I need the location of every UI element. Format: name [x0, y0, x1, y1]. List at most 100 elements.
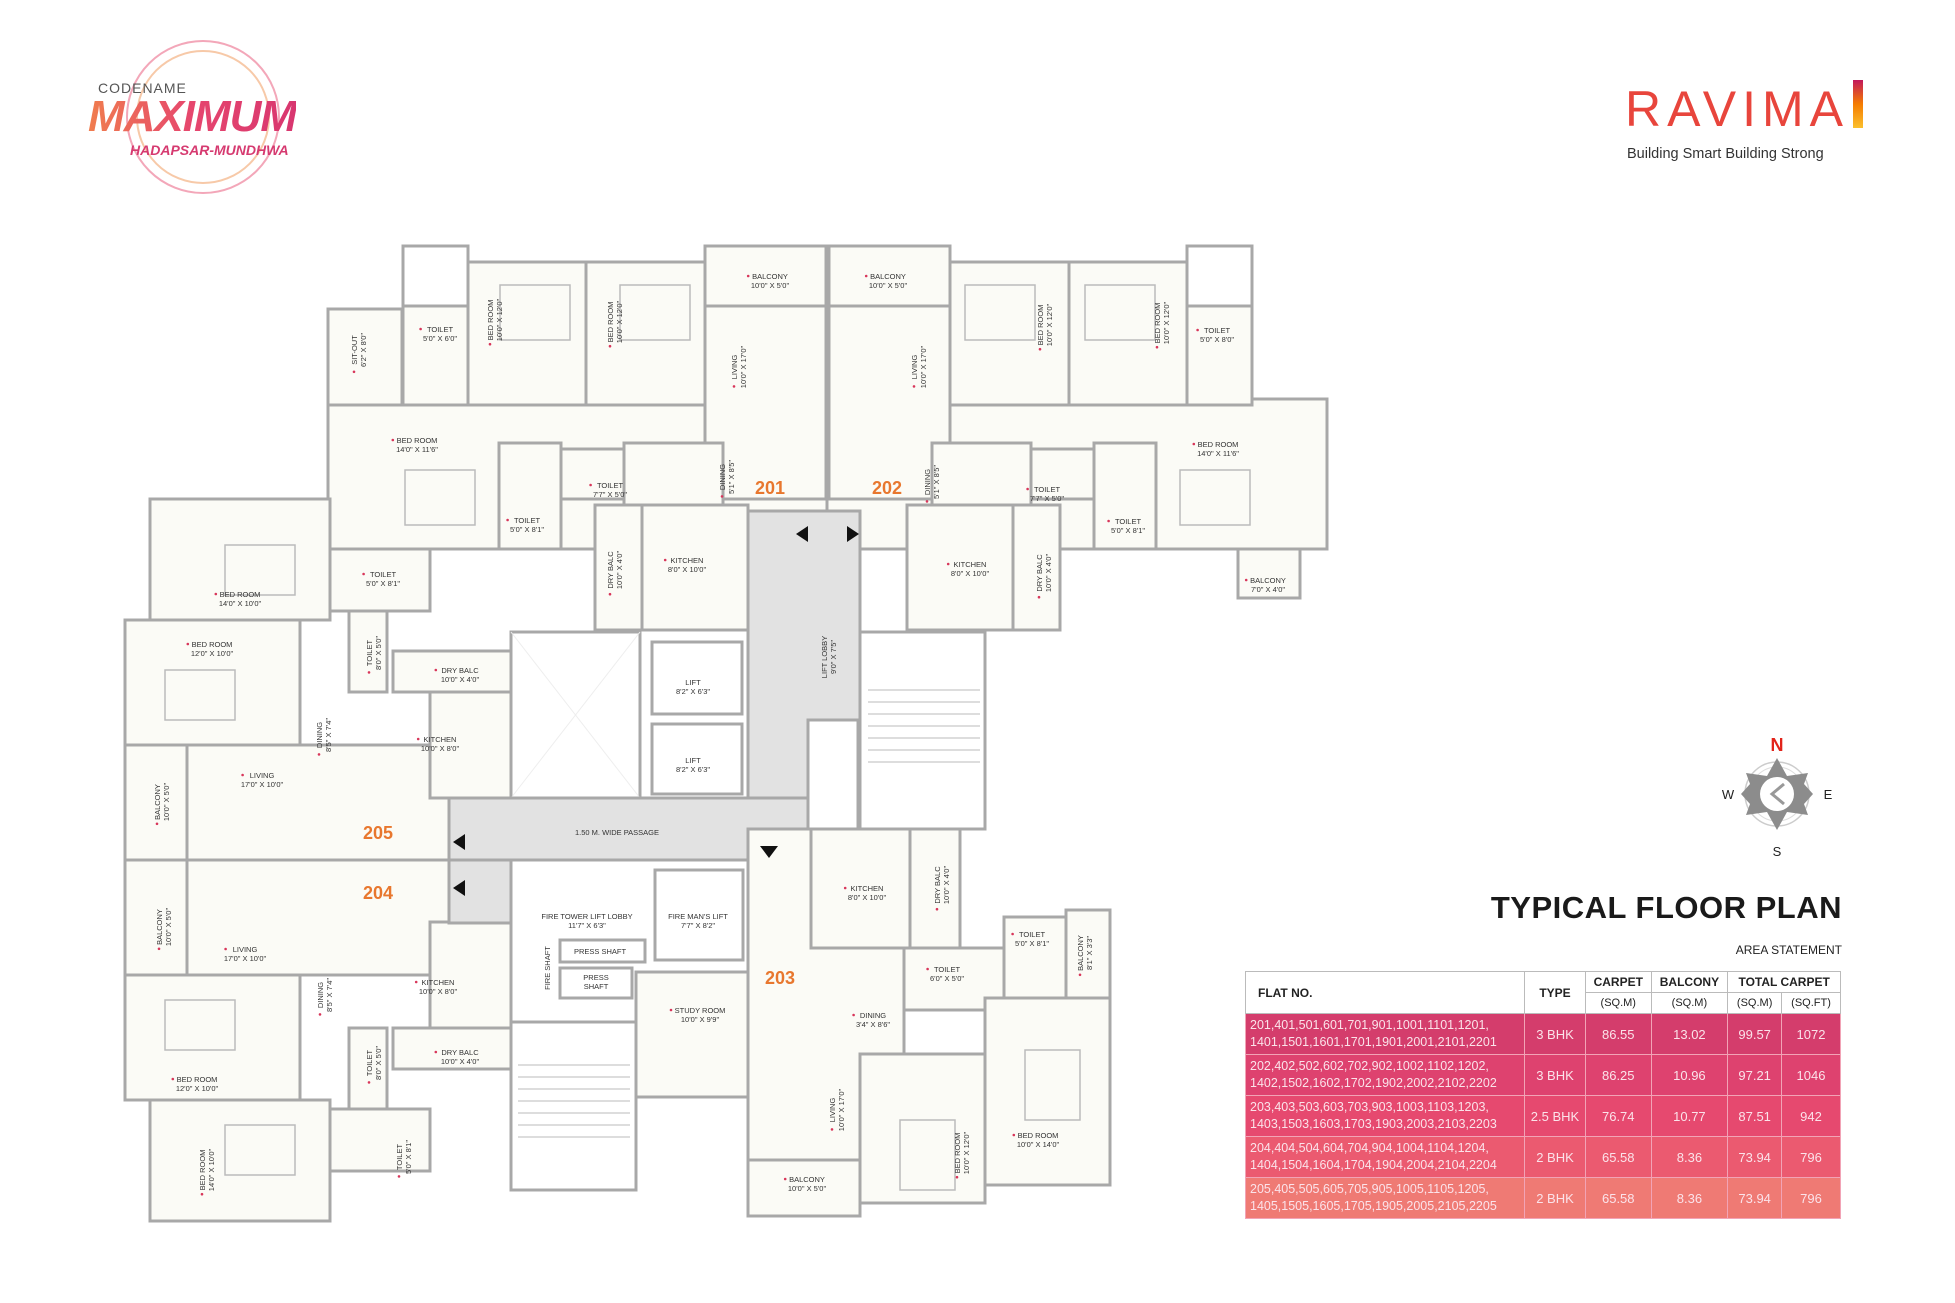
compass-w: W — [1722, 787, 1735, 802]
room-dimensions: 14'0" X 10'0" — [219, 599, 262, 608]
room-dimensions: 8'0" X 5'0" — [374, 636, 383, 670]
label-dot — [926, 967, 929, 971]
room-name: BALCONY — [153, 784, 162, 820]
room-dimensions: 12'0" X 10'0" — [176, 1084, 219, 1093]
label-dot — [506, 518, 509, 522]
table-row: 205,405,505,605,705,905,1005,1105,1205,1… — [1245, 1177, 1841, 1219]
room-dimensions: 7'0" X 4'0" — [1251, 585, 1285, 594]
unit-sqm: (SQ.M) — [1650, 992, 1729, 1014]
flat-numbers-line: 1403,1503,1603,1703,1903,2003,2103,2203 — [1250, 1117, 1497, 1131]
room — [123, 973, 302, 1102]
balcony-sqm: 8.36 — [1650, 1136, 1729, 1178]
area-statement-table: FLAT NO. TYPE CARPET BALCONY TOTAL CARPE… — [1245, 971, 1841, 1219]
room-dimensions: 14'0" X 11'6" — [396, 445, 438, 454]
room — [497, 441, 563, 551]
shaft — [806, 718, 860, 831]
flat-type: 2 BHK — [1524, 1177, 1586, 1219]
room-name: DINING — [718, 464, 727, 490]
label-dot — [1012, 1133, 1016, 1137]
room — [948, 260, 1071, 407]
compass: N S W E — [1720, 728, 1840, 868]
table-row: 201,401,501,601,701,901,1001,1101,1201,1… — [1245, 1013, 1841, 1055]
room-name: TOILET — [1115, 517, 1142, 526]
label-dot — [1038, 347, 1042, 351]
bed-icon — [164, 669, 236, 721]
room — [622, 441, 725, 513]
label-dot — [317, 753, 321, 756]
flat-numbers-line: 201,401,501,601,701,901,1001,1101,1201, — [1250, 1018, 1489, 1032]
room-dimensions: 10'0" X 4'0" — [441, 675, 480, 684]
unit-number: 204 — [363, 883, 393, 903]
staircase — [858, 630, 987, 831]
room-name: BALCONY — [1076, 935, 1085, 971]
room-dimensions: 8'0" X 10'0" — [668, 565, 707, 574]
room-name: BED ROOM — [177, 1075, 218, 1084]
room-name: TOILET — [395, 1144, 404, 1171]
room — [858, 1052, 987, 1205]
logo-name: MAXIMUM — [88, 92, 297, 141]
label-dot — [608, 344, 612, 348]
room-name: LIFT — [685, 678, 701, 687]
room-dimensions: 10'0" X 4'0" — [615, 551, 624, 590]
room-dimensions: 5'0" X 8'1" — [366, 579, 400, 588]
label-dot — [434, 1050, 438, 1054]
label-dot — [352, 370, 356, 374]
room — [905, 503, 1015, 632]
shaft — [401, 244, 470, 308]
room-name: TOILET — [427, 325, 454, 334]
carpet-sqm: 65.58 — [1585, 1136, 1652, 1178]
room-dimensions: SHAFT — [584, 982, 609, 991]
room — [634, 970, 750, 1099]
label-dot — [186, 642, 190, 646]
total-sqft: 796 — [1781, 1177, 1841, 1219]
logo-location: HADAPSAR-MUNDHWA — [130, 142, 289, 158]
bed-icon — [1024, 1049, 1081, 1121]
label-dot — [171, 1077, 175, 1081]
room-dimensions: 8'5" X 7'4" — [325, 978, 334, 1012]
room — [584, 260, 707, 407]
label-dot — [1192, 442, 1196, 446]
room — [746, 1158, 862, 1218]
room-name: BED ROOM — [486, 300, 495, 341]
room-name: PRESS — [583, 973, 608, 982]
room — [391, 649, 513, 694]
room-dimensions: 17'0" X 10'0" — [241, 780, 284, 789]
room-dimensions: 10'0" X 5'0" — [751, 281, 790, 290]
room-name: BALCONY — [155, 909, 164, 945]
room — [703, 244, 828, 308]
carpet-sqm: 86.25 — [1585, 1054, 1652, 1096]
room-dimensions: 14'0" X 11'6" — [1197, 449, 1239, 458]
room-name: 1.50 M. WIDE PASSAGE — [575, 828, 659, 837]
room-name: TOILET — [1204, 326, 1231, 335]
room-dimensions: 10'0" X 17'0" — [919, 345, 928, 388]
room-name: LIFT LOBBY — [820, 636, 829, 678]
room — [593, 503, 644, 632]
label-dot — [946, 562, 950, 566]
room-name: BED ROOM — [1198, 440, 1239, 449]
carpet-sqm: 76.74 — [1585, 1095, 1652, 1137]
entrance-arrow-icon — [760, 846, 778, 858]
entrance-arrow-icon — [453, 880, 465, 896]
room — [391, 1026, 513, 1071]
room-dimensions: 14'0" X 10'0" — [207, 1148, 216, 1191]
room-dimensions: 8'2" X 6'3" — [676, 765, 710, 774]
